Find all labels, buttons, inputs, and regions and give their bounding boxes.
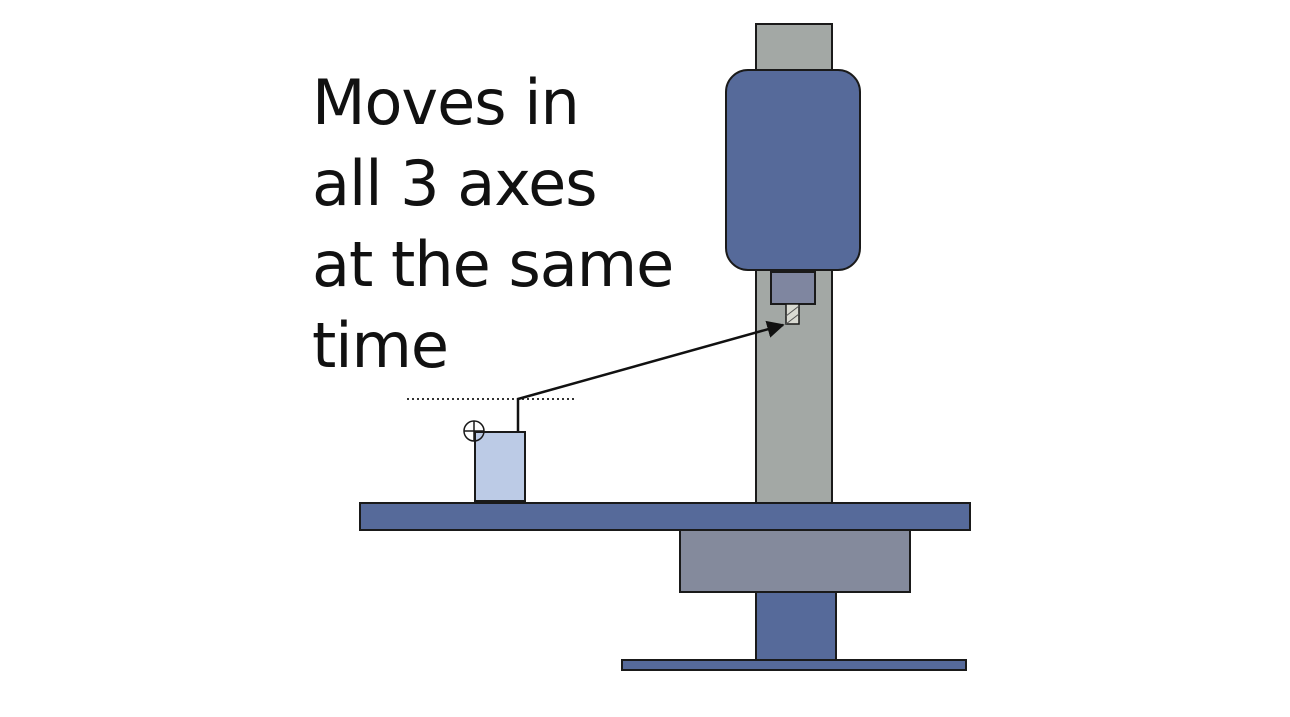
caption-line-3: at the same <box>312 228 674 301</box>
worktable <box>359 502 971 531</box>
tool-bit-hatch-1 <box>785 305 800 317</box>
saddle <box>679 529 911 593</box>
caption-line-4: time <box>312 309 449 382</box>
chuck <box>770 271 816 305</box>
spindle-head <box>725 69 861 271</box>
toolpath-arrow <box>516 320 785 432</box>
workpiece <box>474 431 526 502</box>
tool-bit-hatch-2 <box>785 313 800 325</box>
caption-line-1: Moves in <box>312 66 580 139</box>
caption-line-2: all 3 axes <box>312 147 598 220</box>
base-post <box>755 591 837 661</box>
caption: Moves in all 3 axes at the same time <box>312 62 732 386</box>
base-plate <box>621 659 967 671</box>
